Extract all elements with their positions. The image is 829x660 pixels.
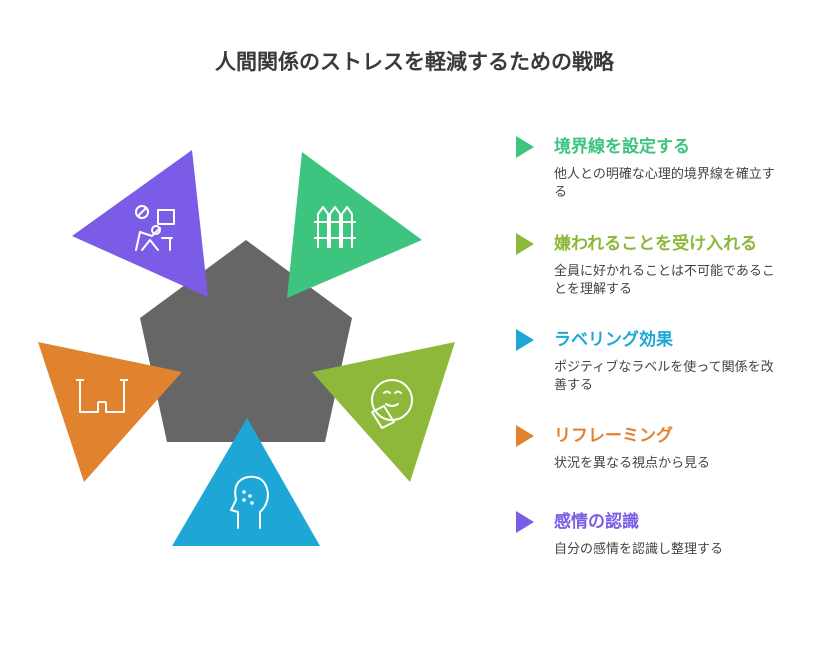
- triangle-accept-dislike: [312, 342, 455, 482]
- item-description: ポジティブなラベルを使って関係を改善する: [554, 360, 774, 393]
- arrow-icon: [516, 136, 534, 158]
- arrow-icon: [516, 425, 534, 447]
- item-description: 自分の感情を認識し整理する: [554, 542, 724, 557]
- person-at-desk-icon: [135, 205, 175, 251]
- page-title: 人間関係のストレスを軽減するための戦略: [215, 50, 614, 74]
- item-heading: リフレーミング: [554, 426, 673, 446]
- glasses-icon: [76, 379, 128, 413]
- item-heading: 境界線を設定する: [554, 137, 690, 157]
- item-description: 状況を異なる視点から見る: [554, 456, 711, 471]
- item-heading: 感情の認識: [554, 512, 639, 532]
- item-heading: 嫌われることを受け入れる: [554, 234, 758, 254]
- arrow-icon: [516, 329, 534, 351]
- fence-icon: [314, 206, 356, 248]
- item-heading: ラベリング効果: [554, 330, 673, 350]
- arrow-icon: [516, 233, 534, 255]
- triangle-emotion-awareness: [72, 150, 208, 297]
- triangle-boundaries: [287, 152, 422, 298]
- item-description: 他人との明確な心理的境界線を確立する: [554, 167, 775, 200]
- item-description: 全員に好かれることは不可能であることを理解する: [554, 264, 775, 297]
- arrow-icon: [516, 511, 534, 533]
- reading-person-icon: [371, 379, 413, 429]
- head-profile-icon: [230, 475, 269, 529]
- triangle-labeling: [172, 418, 320, 546]
